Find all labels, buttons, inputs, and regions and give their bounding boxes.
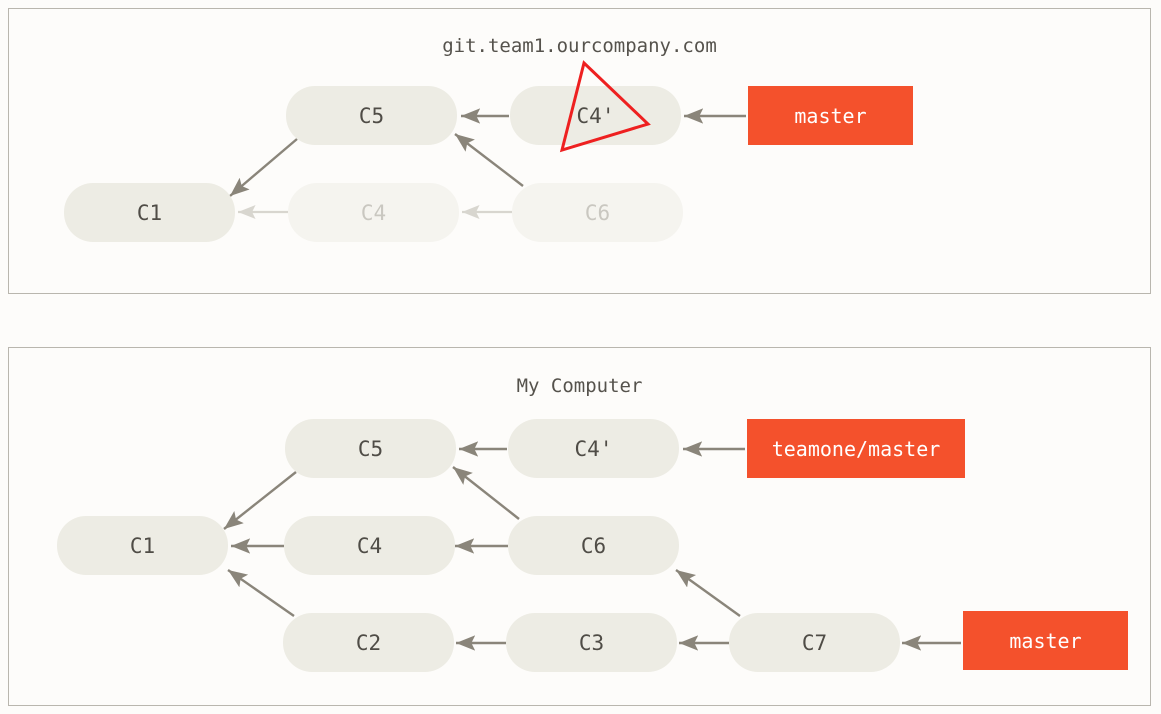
commit-node-label: C4' <box>576 103 615 128</box>
commit-node-c1[interactable]: C1 <box>64 183 235 242</box>
commit-node-c3[interactable]: C3 <box>506 613 677 672</box>
commit-node-c1[interactable]: C1 <box>57 516 228 575</box>
commit-node-label: C4' <box>574 436 613 461</box>
panel-remote-repository: git.team1.ourcompany.com <box>8 8 1151 294</box>
branch-badge-label: teamone/master <box>771 436 941 461</box>
panel-remote-title: git.team1.ourcompany.com <box>442 35 717 57</box>
commit-node-label: C1 <box>129 533 156 558</box>
commit-node-label: C2 <box>355 630 382 655</box>
commit-node-label: C4 <box>356 533 383 558</box>
commit-node-c4[interactable]: C4 <box>284 516 455 575</box>
commit-node-c4[interactable]: C4 <box>288 183 459 242</box>
branch-badge-label: master <box>1009 628 1082 653</box>
commit-node-label: C5 <box>358 103 385 128</box>
commit-node-c6[interactable]: C6 <box>512 183 683 242</box>
commit-node-c5[interactable]: C5 <box>285 419 456 478</box>
commit-node-c2[interactable]: C2 <box>283 613 454 672</box>
commit-node-c4p[interactable]: C4' <box>510 86 681 145</box>
commit-node-label: C4 <box>360 200 387 225</box>
commit-node-c6[interactable]: C6 <box>508 516 679 575</box>
commit-node-label: C7 <box>801 630 828 655</box>
branch-badge-teamone-master[interactable]: teamone/master <box>747 419 965 478</box>
commit-node-c5[interactable]: C5 <box>286 86 457 145</box>
commit-node-label: C3 <box>578 630 605 655</box>
commit-node-label: C6 <box>580 533 607 558</box>
commit-node-label: C1 <box>136 200 163 225</box>
commit-node-c7[interactable]: C7 <box>729 613 900 672</box>
branch-badge-label: master <box>794 103 867 128</box>
panel-local-title: My Computer <box>516 375 643 397</box>
branch-badge-master[interactable]: master <box>748 86 913 145</box>
commit-node-label: C6 <box>584 200 611 225</box>
commit-node-label: C5 <box>357 436 384 461</box>
commit-node-c4p[interactable]: C4' <box>508 419 679 478</box>
branch-badge-master[interactable]: master <box>963 611 1128 670</box>
